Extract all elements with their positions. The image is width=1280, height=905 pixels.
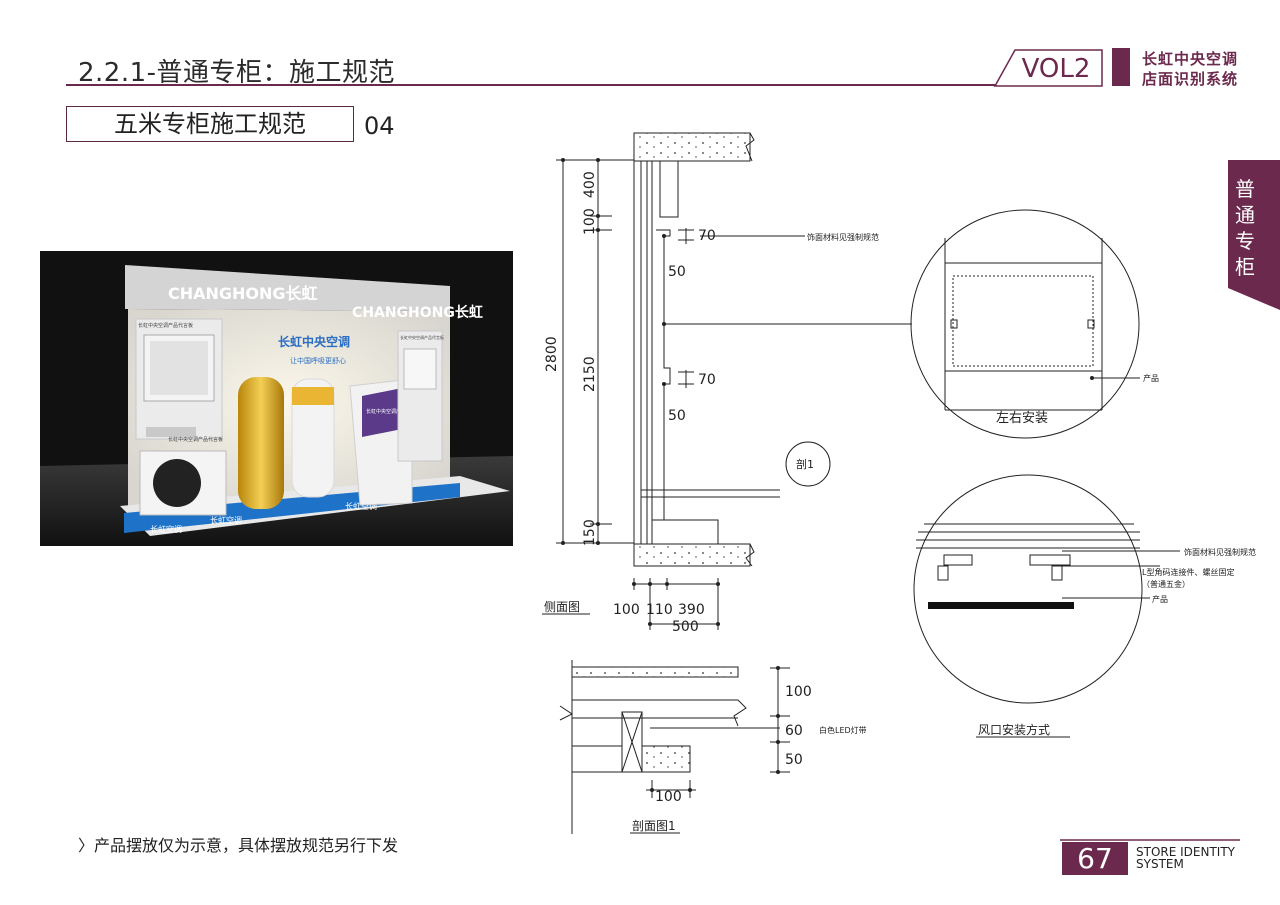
header-rule [66, 49, 1103, 87]
cabinet-photo: 长虹空调 长虹空调 长虹空调 CHANGHONG长虹 CHANGHONG长虹 长… [40, 251, 513, 546]
base-label-3: 长虹空调 [150, 524, 182, 534]
dim-150: 150 [582, 519, 598, 546]
dim-70-top: 70 [698, 228, 716, 244]
store-identity-line1: STORE IDENTITY [1136, 845, 1235, 859]
detail-circle-bottom [913, 474, 1180, 704]
side-view-drawing [556, 132, 912, 630]
dim-50-mid: 50 [668, 408, 686, 424]
detail-top-product-label: 产品 [1143, 373, 1159, 383]
detail-bottom-product-label: 产品 [1152, 594, 1168, 604]
photo-logo-right: CHANGHONG长虹 [352, 304, 483, 321]
section-marker: 剖1 [796, 457, 814, 471]
dim-400: 400 [582, 171, 598, 198]
detail-top-caption: 左右安装 [996, 411, 1048, 426]
detail-bottom-caption: 风口安装方式 [978, 722, 1050, 737]
page-title: 2.2.1-普通专柜：施工规范 [78, 58, 396, 88]
dim-2800: 2800 [544, 336, 560, 372]
side-view-caption: 侧面图 [544, 600, 580, 614]
section-view-ticks [650, 666, 780, 792]
dim-50-top: 50 [668, 264, 686, 280]
photo-panel-left: 长虹中央空调产品代言板 [138, 322, 193, 329]
base-label-1: 长虹空调 [210, 515, 242, 525]
cabinet-render: 长虹空调 长虹空调 长虹空调 CHANGHONG长虹 CHANGHONG长虹 长… [40, 251, 513, 546]
section-view-drawing [559, 660, 790, 834]
detail-circle-top [910, 209, 1140, 439]
section-title: 五米专柜施工规范 [66, 106, 354, 142]
side-view-ticks [561, 158, 720, 626]
store-identity-line2: SYSTEM [1136, 857, 1184, 871]
dim-bottom-110: 110 [646, 602, 673, 618]
base-label-2: 长虹空调 [345, 501, 377, 511]
led-label: 白色LED灯带 [819, 725, 867, 735]
page-number: 67 [1062, 842, 1128, 875]
brand-bar [1112, 48, 1130, 86]
section-view-caption: 剖面图1 [632, 819, 676, 833]
photo-kiosk: 长虹中央空调产品代言板 [366, 408, 421, 415]
dim-70-mid: 70 [698, 372, 716, 388]
brand-name: 长虹中央空调 [1142, 50, 1239, 68]
detail-bottom-finish-label: 饰面材料见强制规范 [1184, 547, 1256, 557]
section-dim-60: 60 [785, 723, 803, 739]
dim-total-500: 500 [672, 619, 699, 635]
photo-slogan: 让中国呼吸更舒心 [290, 356, 346, 365]
dim-2150: 2150 [582, 356, 598, 392]
side-tab[interactable]: 普通专柜 [1228, 160, 1280, 310]
section-dim-100: 100 [785, 684, 812, 700]
detail-bottom-hardware-label: （普通五金） [1142, 579, 1190, 589]
dim-100: 100 [582, 208, 598, 235]
dim-bottom-390: 390 [678, 602, 705, 618]
footer-note: 〉产品摆放仅为示意，具体摆放规范另行下发 [78, 836, 399, 855]
photo-logo-left: CHANGHONG长虹 [168, 284, 318, 303]
dim-bottom-100: 100 [613, 602, 640, 618]
side-tab-label: 普通专柜 [1235, 177, 1255, 279]
detail-bottom-product-plate [928, 602, 1074, 609]
photo-panel-right: 长虹中央空调产品代言板 [400, 334, 444, 340]
side-finish-label: 饰面材料见强制规范 [807, 232, 879, 242]
section-dim-50: 50 [785, 752, 803, 768]
brand-subtitle: 店面识别系统 [1142, 70, 1239, 88]
volume-label: VOL2 [1021, 54, 1091, 84]
section-number: 04 [364, 112, 395, 140]
store-identity-label: STORE IDENTITY SYSTEM [1136, 846, 1235, 870]
side-tab-shape [1228, 160, 1280, 310]
detail-bottom-connector-label: L型角码连接件、螺丝固定 [1142, 567, 1234, 577]
photo-center-logo: 长虹中央空调 [278, 334, 350, 349]
brand-block: 长虹中央空调 店面识别系统 [1112, 46, 1242, 90]
section-dim-bottom-100: 100 [655, 789, 682, 805]
photo-panel-left2: 长虹中央空调产品代言板 [168, 436, 223, 443]
detail-top-marker [1090, 376, 1094, 380]
